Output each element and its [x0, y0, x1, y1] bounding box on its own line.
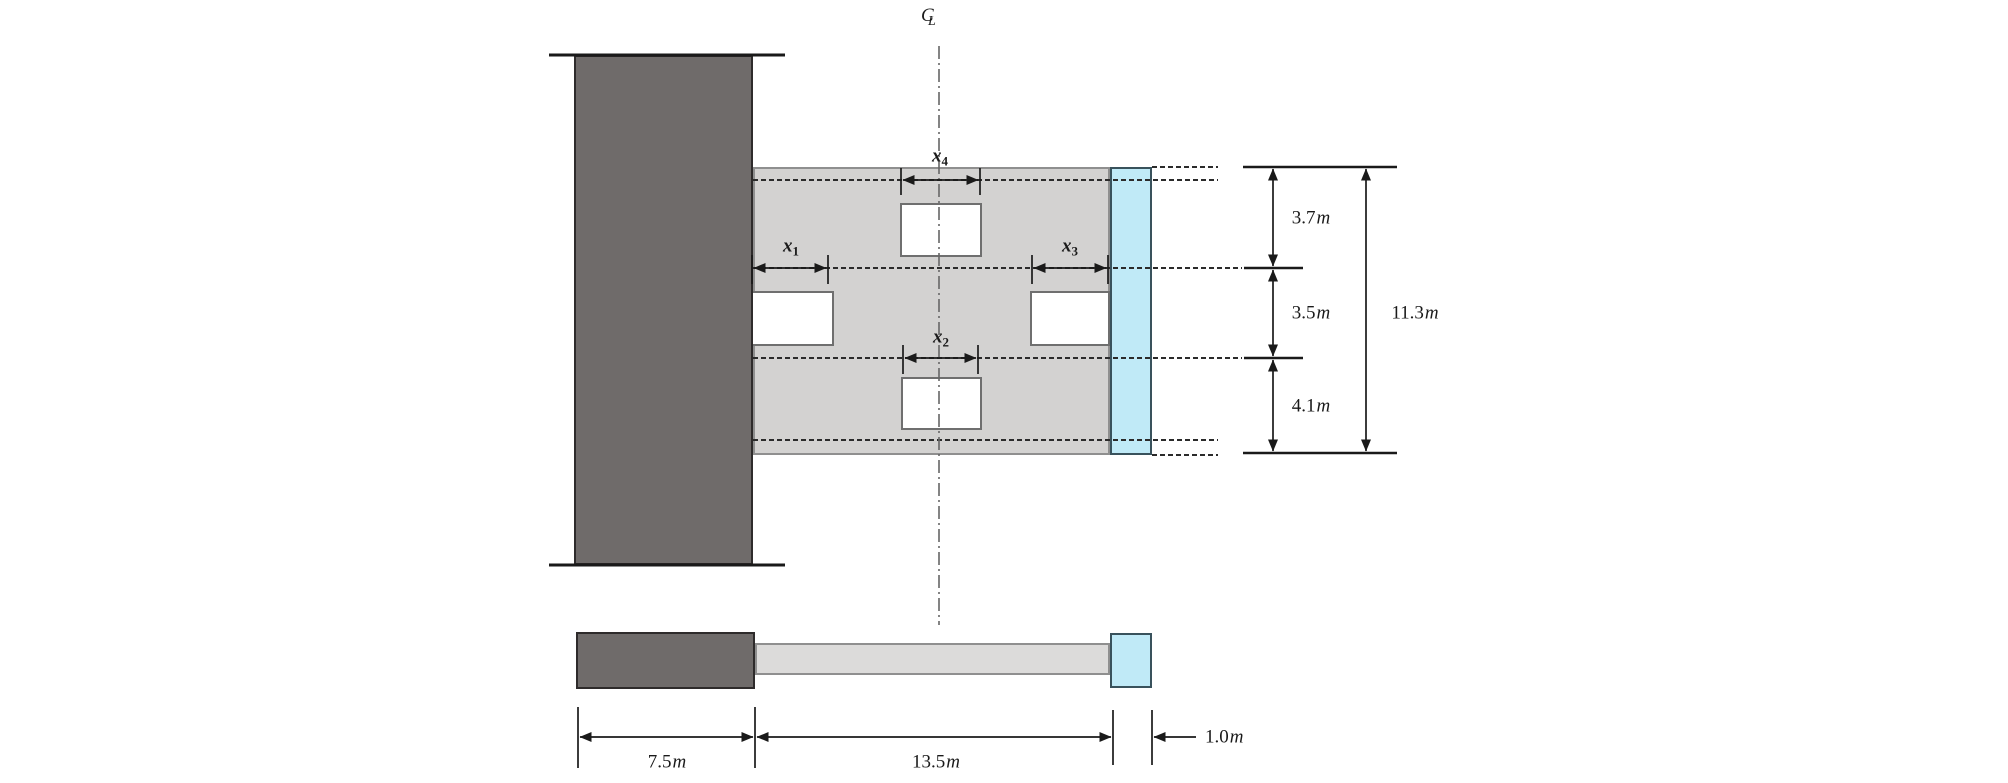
deck-opening-bottom	[901, 377, 982, 430]
dim-label-x2-sub: 2	[942, 334, 950, 350]
dim-label-11-3m: 11.3m	[1391, 304, 1438, 323]
dim-label-13-5m: 13.5m	[912, 753, 960, 772]
dim-label-1-0m: 1.0m	[1205, 728, 1243, 747]
edge-beam-elevation	[1110, 633, 1152, 688]
dim-label-3-7m: 3.7m	[1292, 209, 1330, 228]
dim-unit: m	[1316, 302, 1331, 324]
dim-label-4-1m: 4.1m	[1292, 397, 1330, 416]
dim-value: 1.0	[1205, 726, 1229, 748]
dim-unit: m	[1229, 726, 1244, 748]
dim-label-x1: x1	[783, 237, 799, 258]
dim-unit: m	[672, 751, 687, 773]
dim-value: 13.5	[912, 751, 946, 773]
centerline-symbol: C L	[921, 6, 947, 46]
dim-label-x1-sub: 1	[792, 243, 800, 259]
dim-value: 11.3	[1391, 302, 1424, 324]
pier-elevation	[576, 632, 755, 689]
dim-unit: m	[1424, 302, 1439, 324]
dim-label-3-5m: 3.5m	[1292, 304, 1330, 323]
pier-plan	[574, 55, 753, 565]
dim-unit: m	[1316, 395, 1331, 417]
dim-unit: m	[946, 751, 960, 773]
edge-beam-strip-plan	[1110, 167, 1152, 455]
deck-opening-top	[900, 203, 982, 257]
dim-label-x1-base: x	[783, 235, 793, 257]
centerline-symbol-c: C	[921, 5, 934, 26]
dim-label-7-5m: 7.5m	[648, 753, 686, 772]
dim-value: 3.5	[1291, 302, 1316, 324]
dim-label-x4-sub: 4	[941, 153, 949, 169]
dim-label-x2-base: x	[933, 326, 943, 348]
dim-label-x3: x3	[1062, 237, 1078, 258]
dim-value: 3.7	[1291, 207, 1316, 229]
dim-label-x4: x4	[932, 147, 948, 168]
dim-label-x4-base: x	[932, 145, 942, 167]
deck-opening-right	[1030, 291, 1110, 346]
dim-value: 4.1	[1291, 395, 1316, 417]
dim-label-x2: x2	[933, 328, 949, 349]
deck-opening-left	[750, 291, 834, 346]
centerline-symbol-l: L	[928, 14, 936, 29]
deck-elevation	[755, 643, 1110, 675]
dim-label-x3-sub: 3	[1071, 243, 1079, 259]
dim-unit: m	[1316, 207, 1331, 229]
dim-label-x3-base: x	[1062, 235, 1072, 257]
dim-value: 7.5	[647, 751, 672, 773]
